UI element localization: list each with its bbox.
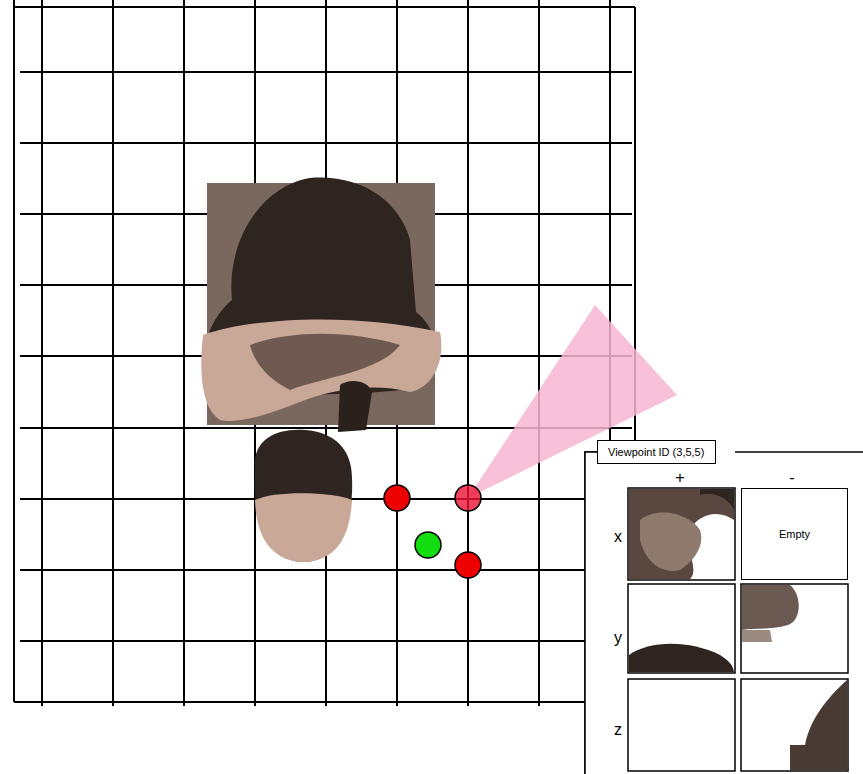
thumbnail-y-minus-light	[742, 630, 772, 642]
axis-label: y	[614, 630, 622, 646]
thumbnail-y-minus	[742, 585, 799, 630]
viewpoint-panel	[585, 452, 863, 774]
viewpoints	[384, 485, 481, 578]
thumbnail-y-plus	[629, 644, 734, 672]
grid	[14, 0, 635, 706]
bust-model	[201, 178, 441, 562]
thumbnail-z-minus	[790, 680, 847, 770]
axis-label: x	[614, 529, 622, 545]
viewpoint-panel: Viewpoint ID (3,5,5) Empty	[585, 440, 863, 774]
empty-cell: Empty	[741, 488, 848, 580]
thumbnail-x-plus	[629, 489, 734, 579]
column-header: -	[789, 470, 794, 486]
axis-label: z	[614, 722, 622, 738]
panel-title: Viewpoint ID (3,5,5)	[597, 440, 716, 464]
column-header: +	[675, 470, 684, 486]
cell-text: Empty	[779, 528, 810, 540]
